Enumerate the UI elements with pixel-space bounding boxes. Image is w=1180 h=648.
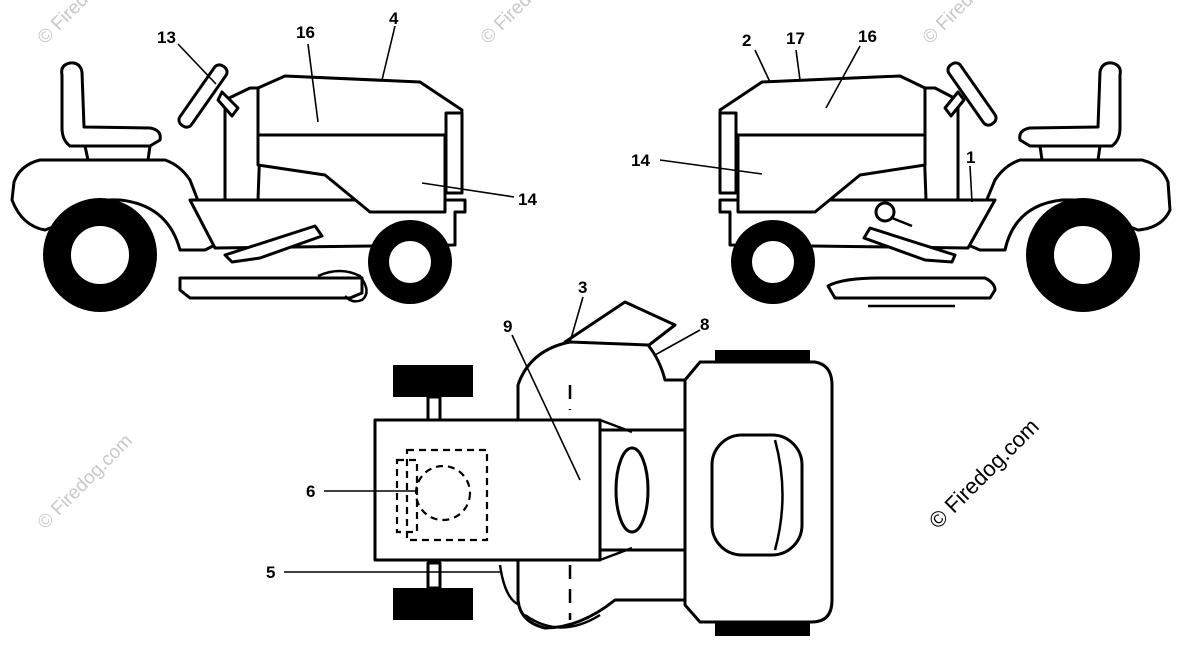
mower-deck-right — [826, 276, 997, 300]
seat-right — [1018, 61, 1122, 148]
leader-14-left — [421, 182, 515, 198]
footrest-pedal — [223, 224, 324, 264]
watermark-main: © Firedog.com — [924, 414, 1044, 534]
leader-2 — [754, 49, 771, 83]
seat-base — [83, 144, 152, 162]
hood-right — [718, 74, 927, 137]
hood-grille — [710, 433, 804, 557]
steering-column — [216, 90, 240, 118]
seat-cushion-outline — [414, 464, 472, 522]
tractor-left-side-view: 13 16 4 14 — [10, 9, 537, 312]
steering-column-right — [943, 90, 966, 118]
leader-4 — [381, 25, 396, 81]
discharge-chute — [317, 269, 368, 303]
callout-8: 8 — [700, 315, 709, 334]
rear-axle-lower — [426, 561, 442, 590]
rear-wheel-right — [1026, 198, 1140, 312]
rear-fender-right — [966, 158, 1172, 252]
tractor-right-side-view: 2 17 16 14 1 — [631, 27, 1172, 312]
deck-front-curve — [498, 564, 521, 607]
mower-deck — [178, 276, 364, 300]
rear-body-taper — [599, 418, 633, 562]
leader-16-left — [307, 43, 319, 123]
steering-wheel — [177, 63, 229, 129]
steering-wheel-top — [614, 446, 650, 534]
footrest-right — [862, 226, 957, 264]
seat-outline-back — [395, 458, 419, 534]
leader-1 — [969, 165, 973, 203]
callout-1: 1 — [966, 148, 975, 167]
leader-9 — [511, 334, 581, 481]
rear-tire-lower — [393, 588, 473, 620]
seat-base-right — [1038, 144, 1102, 162]
front-wheel-right — [731, 220, 815, 304]
callout-3: 3 — [578, 278, 587, 297]
callout-16-right: 16 — [858, 27, 877, 46]
fuel-cap — [874, 201, 896, 223]
watermark-top-right: © Firedog.com — [919, 0, 1022, 49]
callout-5: 5 — [266, 563, 275, 582]
rear-tire-upper — [393, 365, 473, 397]
steering-wheel-right — [946, 61, 998, 127]
leader-8 — [654, 329, 701, 356]
callout-17: 17 — [786, 29, 805, 48]
rear-fender — [10, 158, 217, 252]
callout-14-right: 14 — [631, 151, 650, 170]
leader-14-right — [659, 159, 763, 175]
leader-13 — [177, 43, 217, 85]
front-wheel — [368, 220, 452, 304]
callout-2: 2 — [742, 31, 751, 50]
hood — [256, 74, 464, 137]
leader-17 — [795, 49, 801, 81]
watermark-top-left: © Firedog.com — [34, 0, 137, 49]
watermark-top-center: © Firedog.com — [477, 0, 580, 49]
callout-4: 4 — [389, 9, 399, 28]
seat — [60, 61, 162, 148]
deck-bottom-arc — [524, 613, 601, 629]
callout-9: 9 — [503, 317, 512, 336]
callout-6: 6 — [306, 482, 315, 501]
hood-grille-inner — [773, 439, 784, 551]
rear-wheel — [43, 198, 157, 312]
fuel-cap-handle — [891, 216, 913, 228]
callout-14-left: 14 — [518, 190, 537, 209]
grille-front-right — [718, 111, 738, 195]
watermark-mid-left: © Firedog.com — [34, 430, 137, 533]
seat-outline-outer — [405, 448, 489, 542]
leader-3 — [569, 296, 584, 343]
tractor-top-view: 3 8 9 6 5 — [266, 278, 834, 636]
callout-16-left: 16 — [296, 23, 315, 42]
rear-axle-upper — [426, 395, 442, 423]
grille-front — [444, 111, 464, 195]
callout-13: 13 — [157, 28, 176, 47]
front-tire-lower — [715, 622, 810, 636]
engine-side-right — [736, 133, 927, 214]
leader-16-right — [825, 45, 861, 109]
